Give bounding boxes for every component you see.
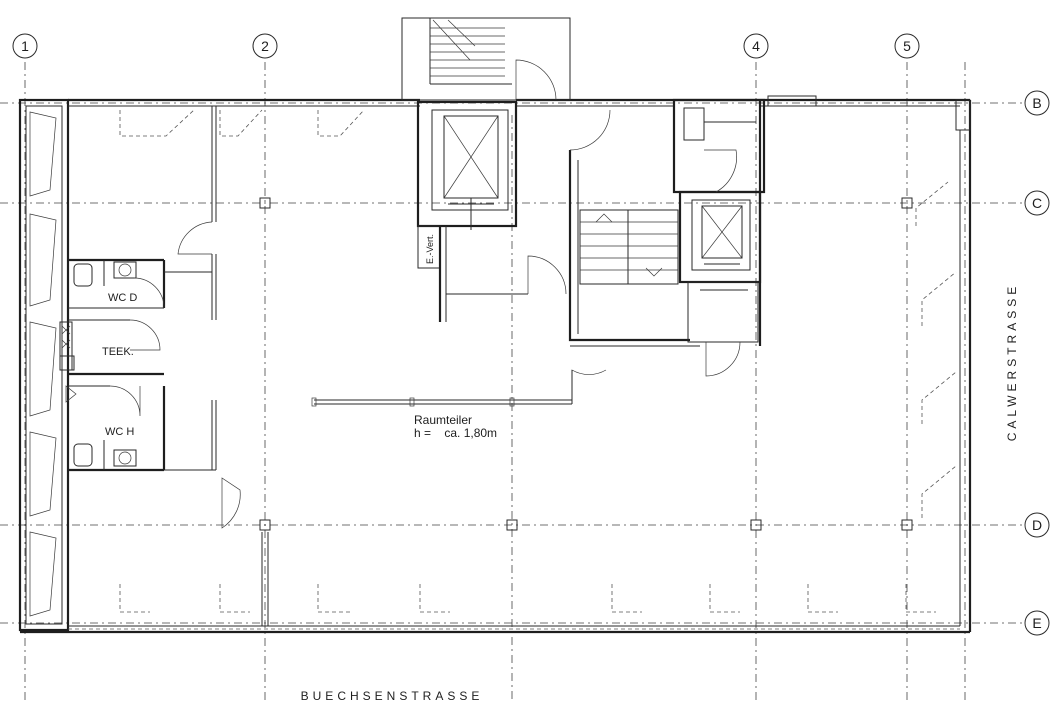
svg-text:B: B <box>1032 95 1041 111</box>
street-label-bottom: BUECHSENSTRASSE <box>301 689 484 703</box>
axis-marker-c: C <box>1024 190 1050 216</box>
room-label-wc-d: WC D <box>108 292 137 304</box>
ceiling-marks <box>119 109 957 613</box>
elevator-core-left: E.-Vert. <box>416 100 567 322</box>
stair-core <box>568 109 700 404</box>
svg-text:E: E <box>1032 615 1041 631</box>
svg-text:4: 4 <box>752 38 760 54</box>
axis-marker-4: 4 <box>743 33 769 59</box>
axis-marker-1: 1 <box>12 33 38 59</box>
axis-marker-b: B <box>1024 90 1050 116</box>
svg-text:D: D <box>1032 517 1042 533</box>
partition-height: h = ca. 1,80m <box>414 426 497 440</box>
axis-marker-5: 5 <box>894 33 920 59</box>
outer-walls <box>18 95 972 634</box>
svg-text:C: C <box>1032 195 1042 211</box>
structural-columns <box>259 197 913 531</box>
axis-marker-2: 2 <box>252 33 278 59</box>
svg-text:2: 2 <box>261 38 269 54</box>
grid-lines <box>0 62 1022 703</box>
svg-text:5: 5 <box>903 38 911 54</box>
room-label-teek: TEEK. <box>102 346 134 358</box>
room-label-wc-h: WC H <box>105 426 134 438</box>
street-label-right: CALWERSTRASSE <box>1005 283 1019 441</box>
axis-marker-d: D <box>1024 512 1050 538</box>
partition-title: Raumteiler <box>414 413 472 427</box>
wc-block: WC D TEEK. WC H <box>59 258 166 472</box>
svg-text:E.-Vert.: E.-Vert. <box>425 234 435 264</box>
elevator-core-right <box>672 98 766 377</box>
external-stair <box>401 17 571 101</box>
svg-text:1: 1 <box>21 38 29 54</box>
axis-marker-e: E <box>1024 610 1050 636</box>
partitions <box>164 106 572 626</box>
